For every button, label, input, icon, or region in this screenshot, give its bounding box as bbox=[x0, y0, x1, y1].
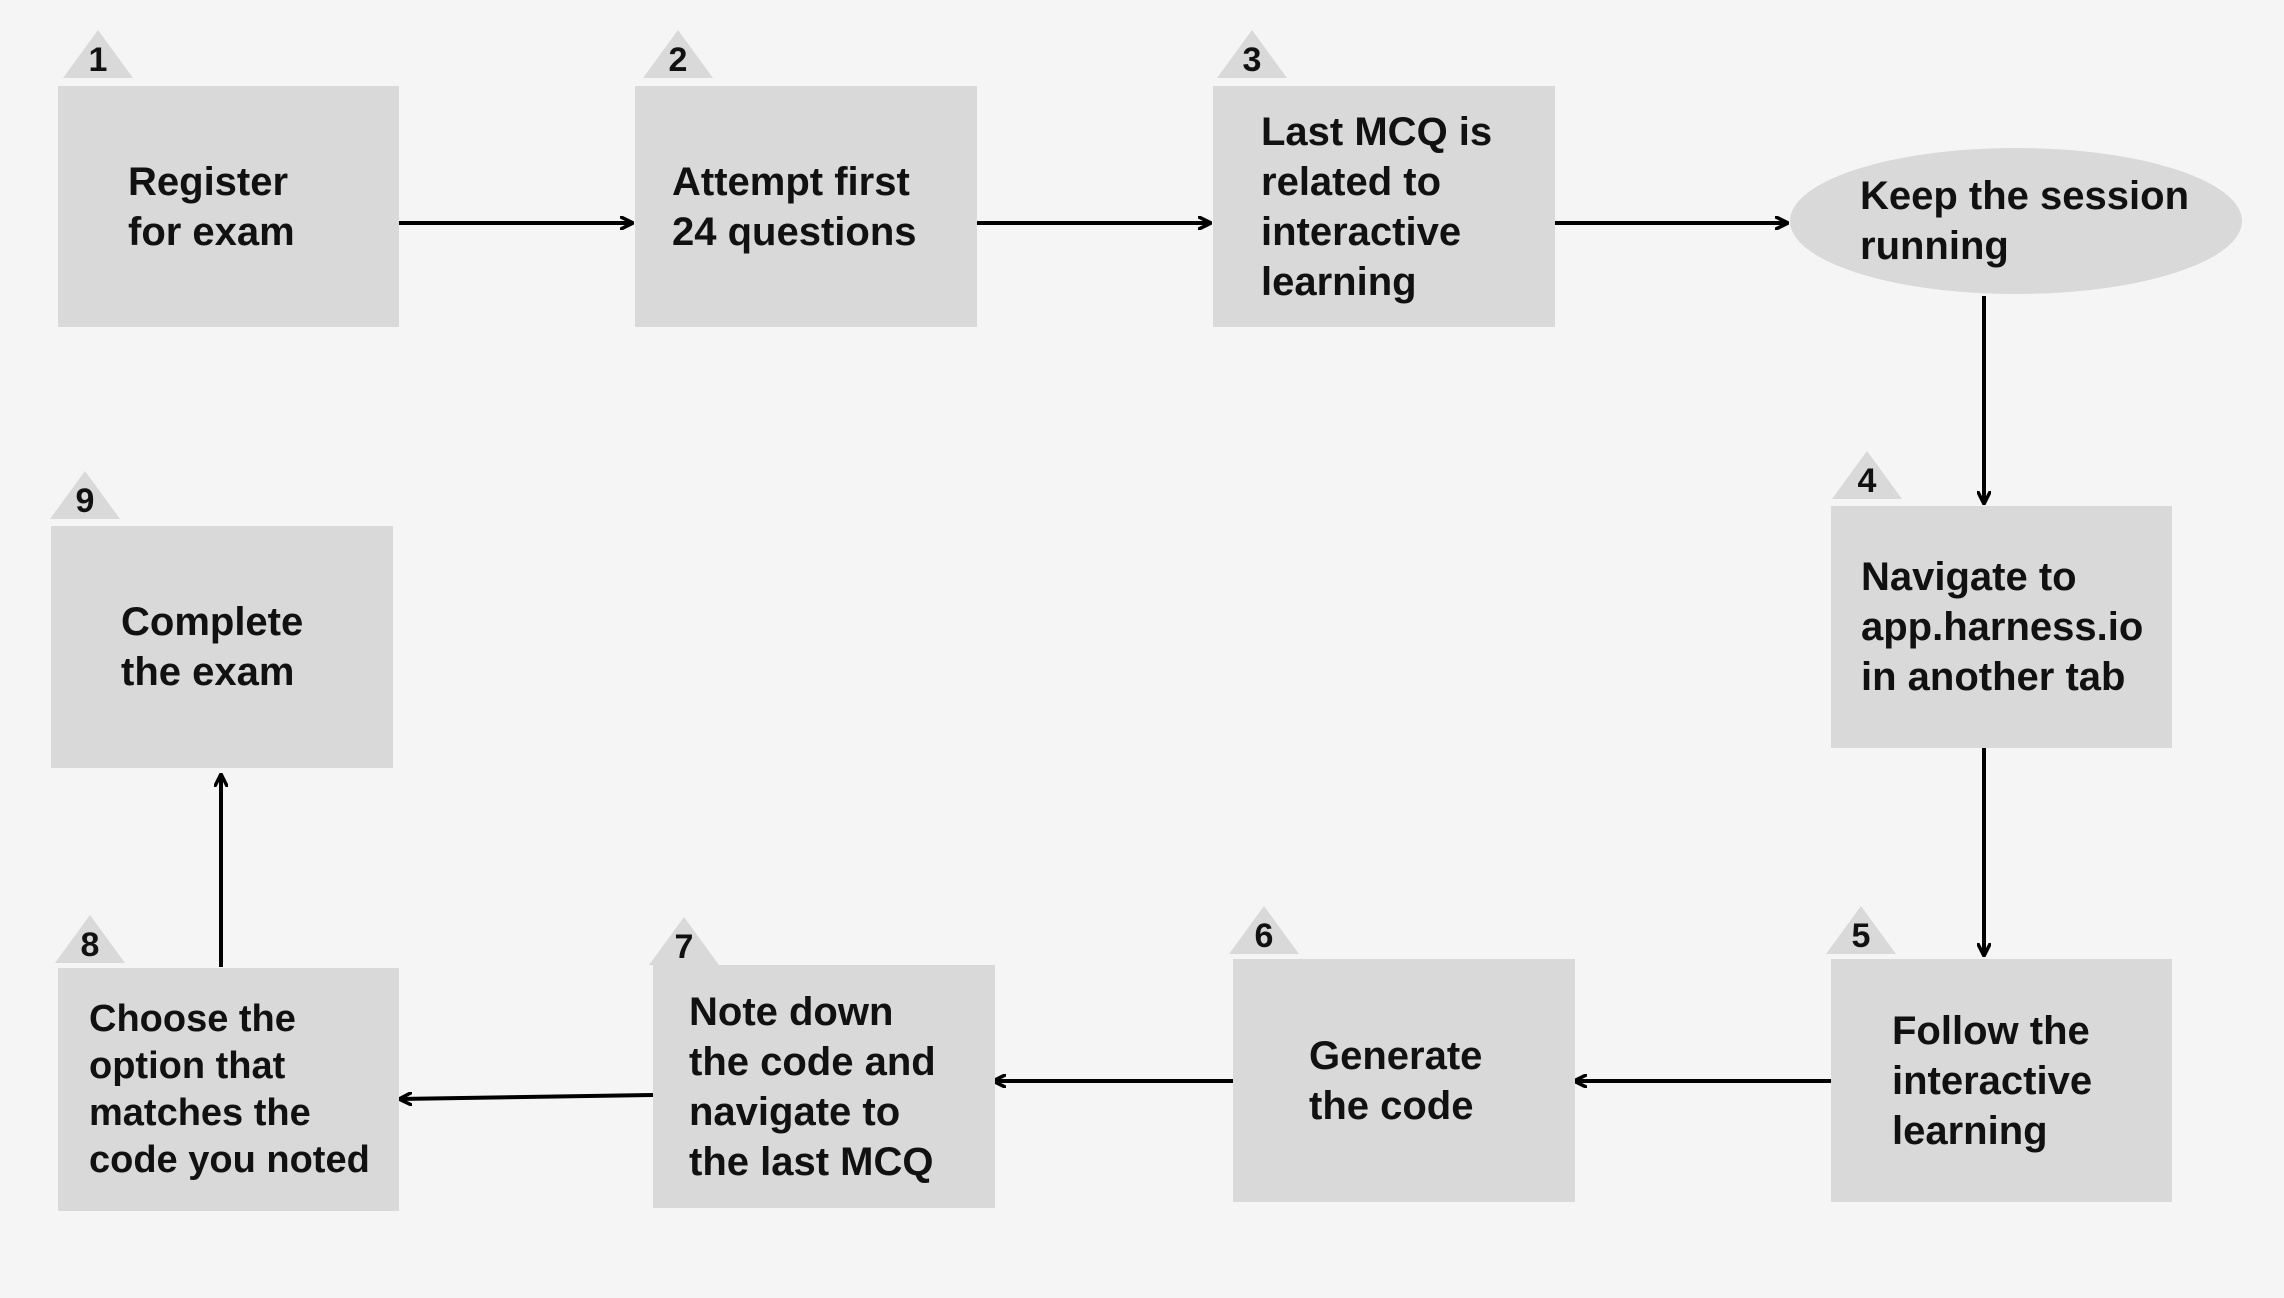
step-4-box: Navigate to app.harness.io in another ta… bbox=[1831, 506, 2172, 748]
step-6-badge: 6 bbox=[1229, 906, 1299, 956]
step-7-badge: 7 bbox=[649, 917, 719, 967]
step-7-box: Note down the code and navigate to the l… bbox=[653, 965, 995, 1208]
step-6-number: 6 bbox=[1254, 917, 1274, 955]
step-4-number: 4 bbox=[1857, 462, 1877, 500]
session-label: Keep the session running bbox=[1860, 174, 2190, 268]
step-3-number: 3 bbox=[1242, 41, 1262, 79]
step-8-label: Choose the option that matches the code … bbox=[89, 997, 370, 1181]
session-ellipse: Keep the session running bbox=[1790, 148, 2242, 294]
step-8-number: 8 bbox=[80, 926, 100, 964]
step-9-number: 9 bbox=[75, 482, 95, 520]
step-4-badge: 4 bbox=[1832, 451, 1902, 501]
step-1-label: Register for exam bbox=[128, 159, 295, 254]
step-5-number: 5 bbox=[1851, 917, 1871, 955]
step-3-badge: 3 bbox=[1217, 30, 1287, 80]
step-5-badge: 5 bbox=[1826, 906, 1896, 956]
step-2-number: 2 bbox=[668, 41, 688, 79]
step-2-badge: 2 bbox=[643, 30, 713, 80]
step-3-label: Last MCQ is related to interactive learn… bbox=[1261, 109, 1493, 304]
step-1-box: Register for exam bbox=[58, 86, 399, 327]
step-6-box: Generate the code bbox=[1233, 959, 1575, 1202]
step-6-label: Generate the code bbox=[1309, 1033, 1483, 1128]
arrow-7-to-8 bbox=[399, 1095, 654, 1099]
step-2-box: Attempt first 24 questions bbox=[635, 86, 977, 327]
step-9-box: Complete the exam bbox=[51, 526, 393, 768]
step-9-label: Complete the exam bbox=[121, 600, 304, 694]
step-1-badge: 1 bbox=[63, 30, 133, 80]
step-9-badge: 9 bbox=[50, 471, 120, 521]
step-3-box: Last MCQ is related to interactive learn… bbox=[1213, 86, 1555, 327]
step-4-label: Navigate to app.harness.io in another ta… bbox=[1861, 555, 2144, 699]
step-2-label: Attempt first 24 questions bbox=[672, 159, 917, 254]
step-7-label: Note down the code and navigate to the l… bbox=[689, 989, 936, 1184]
step-8-badge: 8 bbox=[55, 915, 125, 965]
step-8-box: Choose the option that matches the code … bbox=[58, 968, 399, 1211]
step-5-label: Follow the interactive learning bbox=[1892, 1008, 2093, 1153]
step-7-number: 7 bbox=[674, 928, 694, 966]
step-5-box: Follow the interactive learning bbox=[1831, 959, 2172, 1202]
step-1-number: 1 bbox=[88, 41, 108, 79]
